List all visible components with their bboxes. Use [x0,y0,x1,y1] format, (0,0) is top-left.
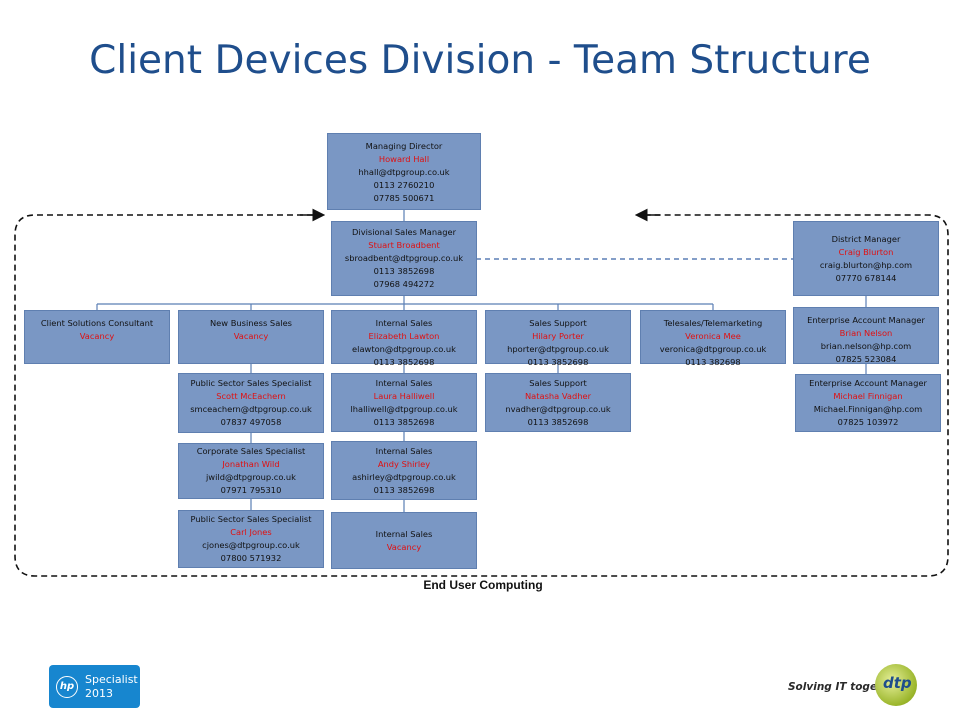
role-title: Internal Sales [375,528,433,539]
contact-detail: 07825 523084 [835,354,897,364]
contact-detail: 07837 497058 [220,417,282,427]
contact-detail: 0113 3852698 [527,416,589,427]
dtp-logo-icon: dtp [883,674,912,692]
contact-detail: 0113 382698 [685,357,741,367]
end-user-computing-label: End User Computing [423,578,543,592]
contact-detail: lhalliwell@dtpgroup.co.uk [350,403,458,414]
person-name: Michael Finnigan [833,391,903,401]
role-title: Internal Sales [375,318,433,328]
hp-logo-icon: hp [56,676,78,698]
contact-detail: brian.nelson@hp.com [820,341,912,351]
role-title: Public Sector Sales Specialist [190,514,312,524]
contact-detail: 07785 500671 [373,193,435,203]
person-name: Hilary Porter [532,331,584,341]
hp-specialist-year: 2013 [85,687,113,700]
person-name: Natasha Vadher [524,390,592,401]
contact-detail: craig.blurton@hp.com [819,259,913,270]
contact-detail: cjones@dtpgroup.co.uk [202,540,300,550]
role-title: Corporate Sales Specialist [196,446,306,456]
contact-detail: hhall@dtpgroup.co.uk [358,167,450,177]
person-name: Scott McEachern [216,391,286,401]
person-name: Vacancy [79,331,115,341]
contact-detail: 07770 678144 [835,272,897,283]
person-name: Stuart Broadbent [368,240,440,250]
contact-detail: 0113 3852698 [373,357,435,367]
contact-detail: 07800 571932 [220,553,282,563]
role-title: Sales Support [529,377,587,388]
person-name: Howard Hall [378,154,430,164]
person-name: Craig Blurton [838,246,894,257]
hp-specialist-logo: hp Specialist 2013 [49,665,140,708]
person-name: Andy Shirley [377,458,431,469]
contact-detail: 0113 3852698 [527,357,589,367]
contact-detail: nvadher@dtpgroup.co.uk [505,403,611,414]
person-name: Vacancy [386,541,422,552]
contact-detail: hporter@dtpgroup.co.uk [507,344,609,354]
slogan-text: Solving IT together [788,681,902,693]
contact-detail: 07968 494272 [373,279,435,289]
role-title: Enterprise Account Manager [809,378,927,388]
role-title: Divisional Sales Manager [352,227,456,237]
role-title: Client Solutions Consultant [40,318,154,328]
role-title: Internal Sales [375,445,433,456]
person-name: Laura Halliwell [373,390,435,401]
person-name: Carl Jones [230,527,272,537]
person-name: Brian Nelson [839,328,893,338]
contact-detail: sbroadbent@dtpgroup.co.uk [344,253,464,263]
role-title: Internal Sales [375,377,433,388]
person-name: Elizabeth Lawton [368,331,440,341]
contact-detail: 0113 3852698 [373,416,435,427]
person-name: Jonathan Wild [222,459,280,469]
contact-detail: ashirley@dtpgroup.co.uk [352,471,456,482]
end-user-computing-boundary [14,214,949,577]
role-title: Public Sector Sales Specialist [190,378,312,388]
hp-specialist-label: Specialist [85,673,138,686]
contact-detail: veronica@dtpgroup.co.uk [659,344,767,354]
contact-detail: Michael.Finnigan@hp.com [813,404,923,414]
role-title: Telesales/Telemarketing [663,318,763,328]
contact-detail: 07971 795310 [220,485,282,495]
contact-detail: elawton@dtpgroup.co.uk [352,344,456,354]
contact-detail: 07825 103972 [837,417,899,427]
page-title: Client Devices Division - Team Structure [89,38,871,83]
role-title: Enterprise Account Manager [807,315,925,325]
role-title: Sales Support [529,318,587,328]
dtp-group-logo: dtp [875,664,917,706]
person-name: Vacancy [233,331,269,341]
contact-detail: smceachern@dtpgroup.co.uk [190,404,312,414]
contact-detail: 0113 2760210 [373,180,435,190]
contact-detail: 0113 3852698 [373,484,435,495]
role-title: New Business Sales [209,318,293,328]
role-title: Managing Director [365,141,443,151]
person-name: Veronica Mee [685,331,741,341]
contact-detail: 0113 3852698 [373,266,435,276]
role-title: District Manager [831,233,901,244]
contact-detail: jwild@dtpgroup.co.uk [206,472,296,482]
